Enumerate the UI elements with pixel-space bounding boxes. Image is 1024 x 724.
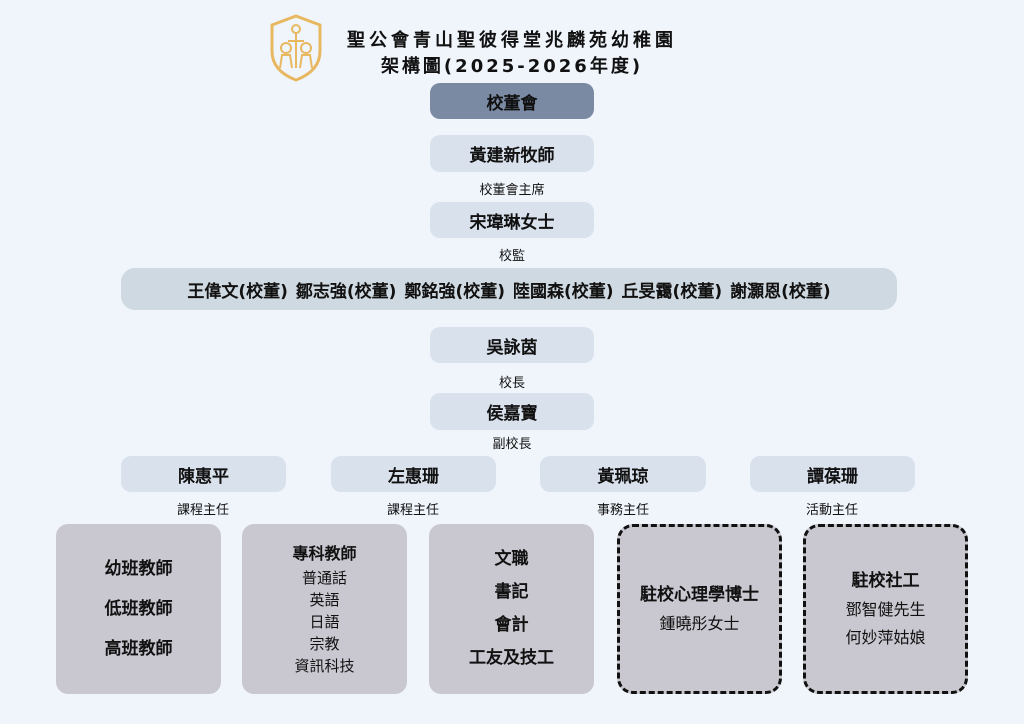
head-node: 譚葆珊: [750, 456, 915, 492]
team-item: 文職: [494, 549, 529, 569]
manager: 丘旻靄(校董): [621, 281, 723, 302]
school-logo: [268, 13, 324, 83]
team-member: 何妙萍姑娘: [845, 628, 926, 647]
team-item: 會計: [494, 615, 529, 635]
teachers-team: 幼班教師 低班教師 高班教師: [56, 524, 221, 694]
principal-node: 吳詠茵: [430, 327, 594, 363]
team-member: 鍾曉彤女士: [659, 614, 740, 633]
team-title: 駐校心理學博士: [640, 585, 759, 605]
chart-title: 架構圖(2025-2026年度): [380, 56, 644, 77]
chairman-node: 黃建新牧師: [430, 135, 594, 172]
vice-principal-role: 副校長: [492, 437, 532, 452]
team-title: 專科教師: [292, 544, 357, 563]
manager: 王偉文(校董): [187, 281, 288, 302]
head-node: 左惠珊: [331, 456, 496, 492]
team-title: 駐校社工: [851, 571, 920, 591]
team-item: 工友及技工: [469, 648, 554, 668]
clerical-team: 文職 書記 會計 工友及技工: [429, 524, 594, 694]
subject: 普通話: [301, 569, 347, 587]
team-item: 高班教師: [104, 639, 173, 659]
subject: 日語: [309, 613, 340, 631]
subject: 宗教: [309, 635, 340, 653]
subject: 資訊科技: [294, 657, 355, 675]
team-member: 鄧智健先生: [845, 600, 926, 619]
head-node: 黃珮琼: [540, 456, 706, 492]
subject: 英語: [309, 591, 340, 609]
manager: 鄒志強(校董): [295, 281, 397, 302]
head-role: 課程主任: [386, 503, 439, 518]
head-role: 事務主任: [596, 503, 649, 518]
head-role: 課程主任: [176, 503, 229, 518]
supervisor-role: 校監: [498, 249, 525, 264]
school-name: 聖公會青山聖彼得堂兆麟苑幼稚園: [347, 30, 677, 51]
psychologist-team: 駐校心理學博士 鍾曉彤女士: [617, 524, 782, 694]
chairman-role: 校董會主席: [479, 183, 545, 198]
manager: 鄭銘強(校董): [404, 281, 505, 302]
vice-principal-node: 侯嘉寶: [430, 393, 594, 430]
head-node: 陳惠平: [121, 456, 286, 492]
team-item: 低班教師: [104, 599, 173, 619]
head-role: 活動主任: [805, 503, 858, 518]
team-item: 幼班教師: [104, 559, 173, 579]
supervisor-node: 宋瑋琳女士: [430, 202, 594, 238]
team-item: 書記: [494, 582, 529, 602]
manager: 謝灝恩(校董): [730, 281, 831, 302]
managers-row: 王偉文(校董) 鄒志強(校董) 鄭銘強(校董) 陸國森(校董) 丘旻靄(校董) …: [121, 268, 897, 310]
specialist-team: 專科教師 普通話 英語 日語 宗教 資訊科技: [242, 524, 407, 694]
manager: 陸國森(校董): [513, 281, 614, 302]
school-board-node: 校董會: [430, 83, 594, 119]
social-worker-team: 駐校社工 鄧智健先生 何妙萍姑娘: [803, 524, 968, 694]
principal-role: 校長: [498, 376, 525, 391]
